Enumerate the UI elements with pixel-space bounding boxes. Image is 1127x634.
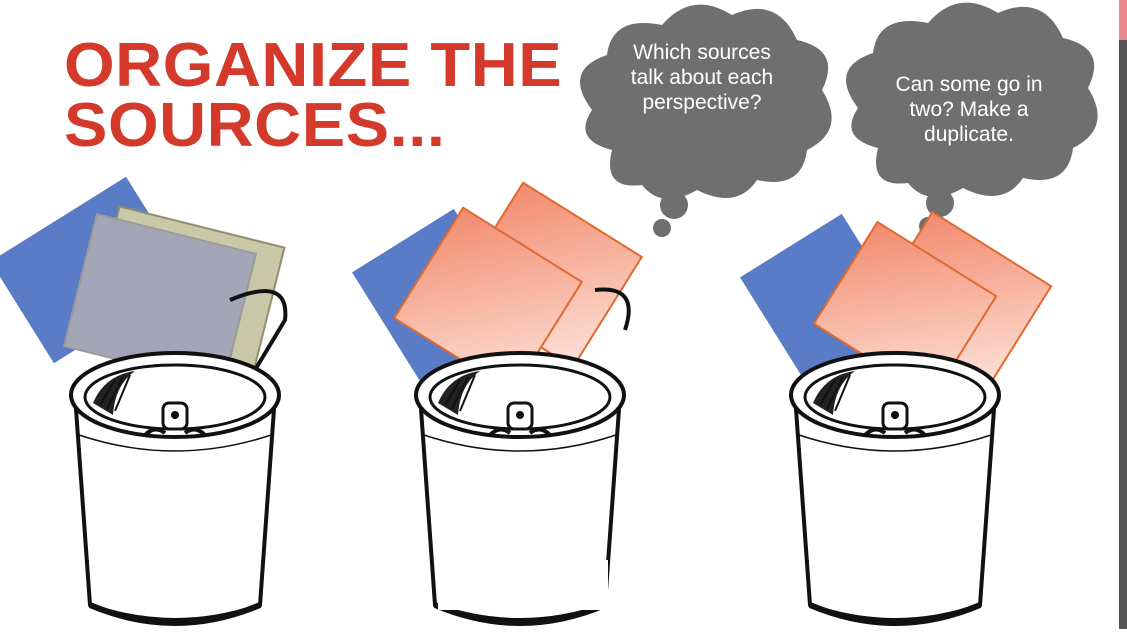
right-scroll-bar xyxy=(1119,40,1127,629)
title-line-1: ORGANIZE THE xyxy=(64,36,562,96)
page-title: ORGANIZE THE SOURCES... xyxy=(64,36,562,156)
bucket-1 xyxy=(71,353,279,623)
blank-patch xyxy=(438,560,608,610)
bubble-2-text: Can some go in two? Make a duplicate. xyxy=(884,72,1054,147)
title-line-2: SOURCES... xyxy=(64,96,562,156)
bucket-3 xyxy=(791,353,999,623)
bubble-1-text: Which sources talk about each perspectiv… xyxy=(617,40,787,115)
right-accent-bar xyxy=(1119,0,1127,40)
